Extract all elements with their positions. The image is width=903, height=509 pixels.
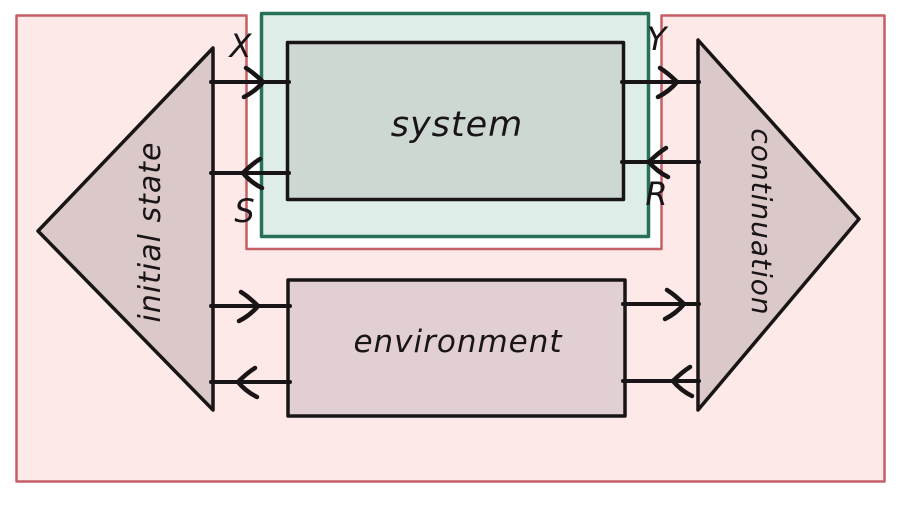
system-box (285, 40, 626, 202)
environment-label: environment (353, 324, 563, 360)
initial-state-label: initial state (133, 141, 168, 322)
continuation-label: continuation (745, 128, 778, 315)
environment-box (286, 278, 627, 418)
signal-label-s: S (234, 192, 255, 230)
signal-label-r: R (645, 175, 668, 213)
initial-state-arrow (36, 46, 215, 412)
system-label: system (391, 105, 524, 145)
continuation-arrow (696, 38, 861, 412)
signal-label-y: Y (647, 20, 669, 58)
signal-label-x: X (228, 27, 253, 65)
